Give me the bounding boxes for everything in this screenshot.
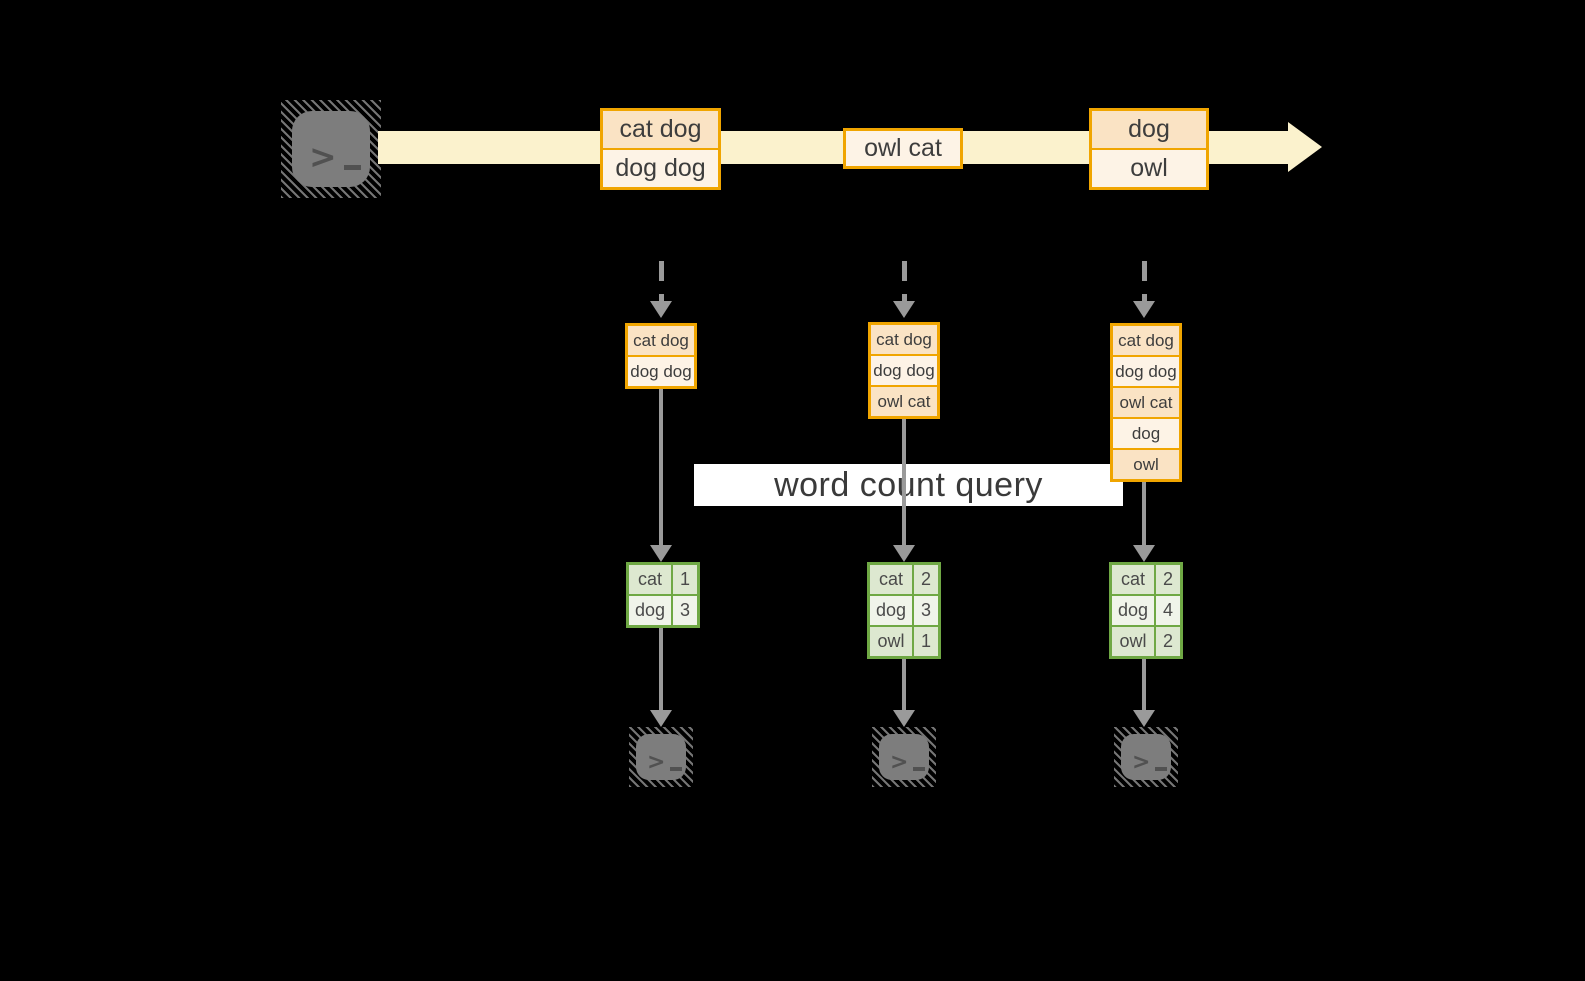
count-row: owl 1 (870, 627, 938, 656)
stream-event-box-3: dog owl (1089, 108, 1209, 190)
event-record: cat dog (603, 111, 718, 148)
count-cell: 2 (914, 565, 938, 594)
word-count-table-2: cat 2 dog 3 owl 1 (867, 562, 941, 659)
dashed-line (1141, 261, 1147, 301)
ingest-arrow-1 (650, 261, 672, 318)
stream-arrowhead-icon (1288, 122, 1322, 172)
solid-line (1142, 659, 1146, 710)
event-record: dog dog (603, 150, 718, 187)
buffer-row: dog dog (871, 356, 937, 385)
arrowhead-down-icon (893, 545, 915, 562)
buffer-row: owl cat (871, 387, 937, 416)
arrowhead-down-icon (893, 301, 915, 318)
word-cell: cat (629, 565, 671, 594)
word-cell: owl (1112, 627, 1154, 656)
count-row: owl 2 (1112, 627, 1180, 656)
query-label: word count query (774, 465, 1043, 504)
terminal-screen: > (1121, 734, 1171, 780)
dashed-line (658, 261, 664, 301)
arrowhead-down-icon (650, 545, 672, 562)
count-cell: 2 (1156, 627, 1180, 656)
word-cell: dog (629, 596, 671, 625)
buffer-row: owl (1113, 450, 1179, 479)
arrowhead-down-icon (650, 301, 672, 318)
buffer-row: dog dog (1113, 357, 1179, 386)
sink-arrow-2 (893, 659, 915, 727)
dashed-line (901, 261, 907, 301)
word-cell: dog (870, 596, 912, 625)
chevron-right-icon: > (890, 750, 909, 776)
count-row: cat 2 (870, 565, 938, 594)
solid-line (659, 389, 663, 545)
query-arrow-1 (650, 389, 672, 562)
count-cell: 1 (673, 565, 697, 594)
underscore-cursor-icon (343, 165, 361, 170)
count-row: cat 1 (629, 565, 697, 594)
ingest-arrow-2 (893, 261, 915, 318)
word-cell: cat (870, 565, 912, 594)
word-cell: owl (870, 627, 912, 656)
terminal-screen: > (636, 734, 686, 780)
underscore-cursor-icon (670, 767, 683, 771)
buffer-row: cat dog (1113, 326, 1179, 355)
stream-event-box-2: owl cat (843, 128, 963, 169)
sink-terminal-icon-3: > (1114, 727, 1178, 787)
arrowhead-down-icon (1133, 301, 1155, 318)
count-cell: 1 (914, 627, 938, 656)
solid-line (902, 659, 906, 710)
chevron-right-icon: > (1132, 750, 1151, 776)
event-record: owl cat (846, 131, 960, 166)
state-buffer-2: cat dog dog dog owl cat (868, 322, 940, 419)
buffer-row: dog (1113, 419, 1179, 448)
count-row: dog 3 (870, 596, 938, 625)
underscore-cursor-icon (1155, 767, 1168, 771)
chevron-right-icon: > (647, 750, 666, 776)
underscore-cursor-icon (913, 767, 926, 771)
arrowhead-down-icon (650, 710, 672, 727)
count-row: cat 2 (1112, 565, 1180, 594)
count-row: dog 3 (629, 596, 697, 625)
ingest-arrow-3 (1133, 261, 1155, 318)
state-buffer-3: cat dog dog dog owl cat dog owl (1110, 323, 1182, 482)
sink-arrow-1 (650, 628, 672, 727)
event-record: owl (1092, 150, 1206, 187)
sink-terminal-icon-1: > (629, 727, 693, 787)
arrowhead-down-icon (893, 710, 915, 727)
query-arrow-2 (893, 419, 915, 562)
count-cell: 3 (914, 596, 938, 625)
stream-event-box-1: cat dog dog dog (600, 108, 721, 190)
sink-arrow-3 (1133, 659, 1155, 727)
word-count-table-1: cat 1 dog 3 (626, 562, 700, 628)
arrowhead-down-icon (1133, 545, 1155, 562)
solid-line (1142, 482, 1146, 545)
word-count-table-3: cat 2 dog 4 owl 2 (1109, 562, 1183, 659)
buffer-row: owl cat (1113, 388, 1179, 417)
buffer-row: dog dog (628, 357, 694, 386)
state-buffer-1: cat dog dog dog (625, 323, 697, 389)
terminal-prompt-icon: > (292, 111, 370, 177)
chevron-right-icon: > (309, 137, 337, 177)
terminal-prompt-icon: > (879, 734, 929, 776)
count-cell: 2 (1156, 565, 1180, 594)
buffer-row: cat dog (628, 326, 694, 355)
source-terminal-icon: > (281, 100, 381, 198)
terminal-screen: > (292, 111, 370, 187)
solid-line (902, 419, 906, 545)
word-cell: dog (1112, 596, 1154, 625)
terminal-prompt-icon: > (1121, 734, 1171, 776)
count-cell: 4 (1156, 596, 1180, 625)
query-banner: word count query (694, 464, 1123, 506)
terminal-prompt-icon: > (636, 734, 686, 776)
solid-line (659, 628, 663, 710)
terminal-screen: > (879, 734, 929, 780)
count-cell: 3 (673, 596, 697, 625)
sink-terminal-icon-2: > (872, 727, 936, 787)
word-cell: cat (1112, 565, 1154, 594)
query-arrow-3 (1133, 482, 1155, 562)
event-record: dog (1092, 111, 1206, 148)
count-row: dog 4 (1112, 596, 1180, 625)
buffer-row: cat dog (871, 325, 937, 354)
arrowhead-down-icon (1133, 710, 1155, 727)
